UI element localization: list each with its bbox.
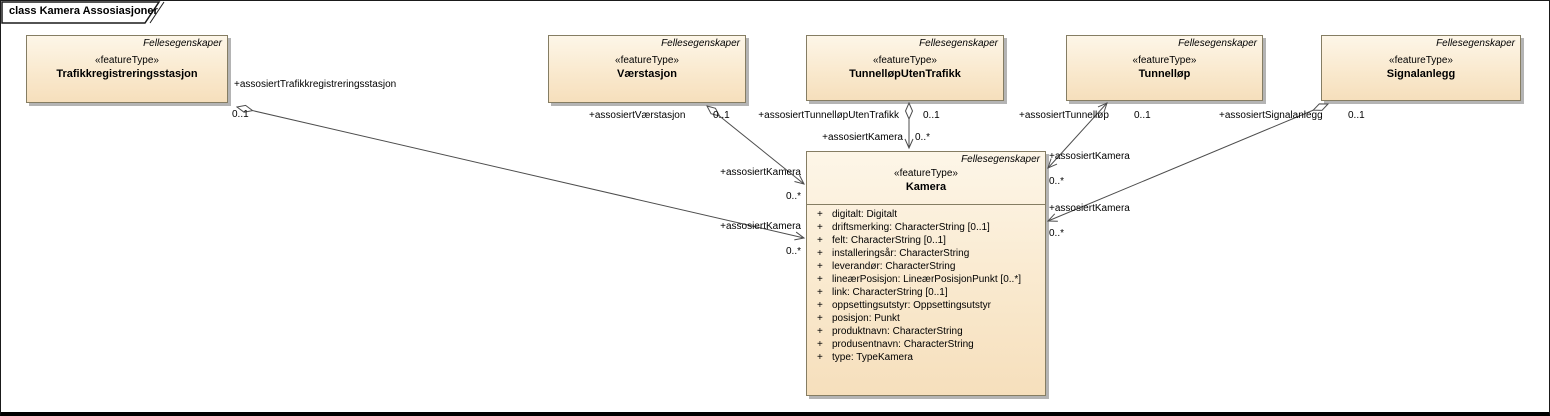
assoc-role-label: +assosiertTunnelløp: [1019, 110, 1109, 121]
attribute-text: link: CharacterString [0..1]: [832, 287, 948, 298]
package-label: Fellesegenskaper: [919, 38, 998, 49]
class-name: Signalanlegg: [1386, 68, 1456, 80]
assoc-multiplicity: 0..1: [923, 110, 940, 121]
package-label: Fellesegenskaper: [661, 38, 740, 49]
assoc-kamera-multiplicity: 0..*: [785, 246, 801, 257]
attribute-row: + lineærPosisjon: LineærPosisjonPunkt [0.…: [807, 273, 1045, 286]
class-name: TunnelløpUtenTrafikk: [849, 68, 961, 80]
attribute-row: + installeringsår: CharacterString: [807, 247, 1045, 260]
assoc-multiplicity: 0..1: [1134, 110, 1151, 121]
stereotype-label: «featureType»: [1132, 55, 1197, 66]
attribute-visibility: +: [817, 261, 823, 272]
assoc-kamera-multiplicity: 0..*: [1049, 176, 1065, 187]
kamera-header: Fellesegenskaper «featureType» Kamera: [807, 152, 1045, 205]
class-box-tunnelloputentrafikk[interactable]: Fellesegenskaper «featureType» Tunnelløp…: [806, 35, 1004, 101]
assoc-role-label: +assosiertTunnelløpUtenTrafikk: [758, 110, 899, 121]
class-box-tunnellop[interactable]: Fellesegenskaper «featureType» Tunnelløp: [1066, 35, 1263, 101]
assoc-kamera-role-label: +assosiertKamera: [720, 167, 801, 178]
attribute-text: digitalt: Digitalt: [832, 209, 898, 220]
assoc-kamera-role-label: +assosiertKamera: [1049, 203, 1130, 214]
attribute-text: oppsettingsutstyr: Oppsettingsutstyr: [832, 300, 991, 311]
stereotype-label: «featureType»: [1389, 55, 1453, 66]
package-label: Fellesegenskaper: [961, 154, 1040, 165]
attribute-text: produktnavn: CharacterString: [832, 326, 963, 337]
kamera-attribute-list: + digitalt: Digitalt + driftsmerking: Char…: [807, 205, 1045, 364]
attribute-visibility: +: [817, 339, 823, 350]
assoc-multiplicity: 0..1: [232, 109, 249, 120]
attribute-text: leverandør: CharacterString: [832, 261, 956, 272]
attribute-text: installeringsår: CharacterString: [832, 248, 970, 259]
assoc-role-label: +assosiertVærstasjon: [589, 110, 686, 121]
attribute-row: + link: CharacterString [0..1]: [807, 286, 1045, 299]
attribute-visibility: +: [817, 209, 823, 220]
assoc-kamera-multiplicity: 0..*: [785, 191, 801, 202]
attribute-visibility: +: [817, 287, 823, 298]
attribute-row: + type: TypeKamera: [807, 351, 1045, 364]
package-label: Fellesegenskaper: [1178, 38, 1257, 49]
class-box-trafikkregistreringsstasjon[interactable]: Fellesegenskaper «featureType» Trafikkre…: [26, 35, 228, 103]
class-box-signalanlegg[interactable]: Fellesegenskaper «featureType» Signalanl…: [1321, 35, 1521, 101]
attribute-row: + produktnavn: CharacterString: [807, 325, 1045, 338]
attribute-row: + posisjon: Punkt: [807, 312, 1045, 325]
attribute-text: type: TypeKamera: [832, 352, 913, 363]
class-name: Trafikkregistreringsstasjon: [56, 68, 198, 80]
attribute-text: produsentnavn: CharacterString: [832, 339, 974, 350]
attribute-visibility: +: [817, 248, 823, 259]
attribute-visibility: +: [817, 222, 823, 233]
stereotype-label: «featureType»: [615, 55, 679, 66]
attribute-visibility: +: [817, 300, 823, 311]
assoc-kamera-multiplicity: 0..*: [1049, 228, 1065, 239]
class-name: Værstasjon: [617, 68, 677, 80]
stereotype-label: «featureType»: [873, 55, 937, 66]
attribute-visibility: +: [817, 313, 823, 324]
class-box-vaerstasjon[interactable]: Fellesegenskaper «featureType» Værstasjo…: [548, 35, 746, 103]
attribute-row: + felt: CharacterString [0..1]: [807, 234, 1045, 247]
attribute-text: lineærPosisjon: LineærPosisjonPunkt [0..…: [832, 274, 1021, 285]
stereotype-label: «featureType»: [894, 168, 958, 179]
package-label: Fellesegenskaper: [143, 38, 222, 49]
attribute-text: felt: CharacterString [0..1]: [832, 235, 946, 246]
attribute-row: + leverandør: CharacterString: [807, 260, 1045, 273]
assoc-role-label: +assosiertSignalanlegg: [1219, 110, 1323, 121]
package-label: Fellesegenskaper: [1436, 38, 1515, 49]
assoc-multiplicity: 0..1: [1348, 110, 1365, 121]
attribute-row: + digitalt: Digitalt: [807, 208, 1045, 221]
assoc-kamera-multiplicity: 0..*: [915, 132, 931, 143]
assoc-multiplicity: 0..1: [713, 110, 730, 121]
attribute-text: posisjon: Punkt: [832, 313, 900, 324]
stereotype-label: «featureType»: [95, 55, 159, 66]
attribute-row: + oppsettingsutstyr: Oppsettingsutstyr: [807, 299, 1045, 312]
attribute-visibility: +: [817, 235, 823, 246]
class-name: Kamera: [905, 181, 947, 193]
diagram-title: class Kamera Assosiasjoner: [9, 5, 158, 17]
attribute-row: + driftsmerking: CharacterString [0..1]: [807, 221, 1045, 234]
attribute-text: driftsmerking: CharacterString [0..1]: [832, 222, 990, 233]
attribute-visibility: +: [817, 274, 823, 285]
class-name: Tunnelløp: [1138, 68, 1191, 80]
attribute-row: + produsentnavn: CharacterString: [807, 338, 1045, 351]
assoc-kamera-role-label: +assosiertKamera: [822, 132, 903, 143]
attribute-visibility: +: [817, 326, 823, 337]
assoc-kamera-role-label: +assosiertKamera: [1049, 151, 1130, 162]
assoc-role-label: +assosiertTrafikkregistreringsstasjon: [234, 79, 397, 90]
assoc-kamera-role-label: +assosiertKamera: [720, 221, 801, 232]
attribute-visibility: +: [817, 352, 823, 363]
class-box-kamera[interactable]: Fellesegenskaper «featureType» Kamera + d…: [806, 151, 1046, 396]
